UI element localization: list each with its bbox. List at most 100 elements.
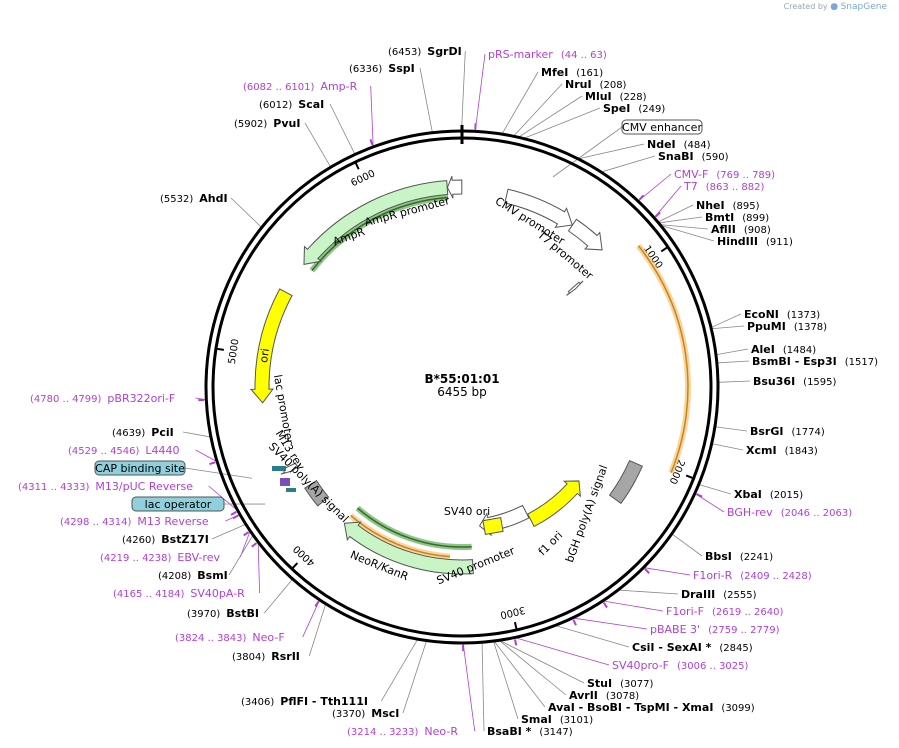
feature-f1-ori[interactable] — [527, 480, 581, 528]
feature-label: SV40 poly(A) signal — [266, 440, 351, 525]
primer-label[interactable]: F1ori-F(2619 .. 2640) — [666, 605, 783, 618]
site-label[interactable]: (5902)PvuI — [234, 117, 300, 130]
leader-line — [514, 637, 610, 666]
primer-mark — [314, 600, 320, 608]
primer-label[interactable]: (4219 .. 4238)EBV-rev — [100, 551, 220, 564]
feature-label: ori — [257, 348, 272, 364]
primer-label[interactable]: (4529 .. 4546)L4440 — [68, 444, 180, 457]
primer-label[interactable]: BGH-rev(2046 .. 2063) — [727, 506, 852, 519]
primer-marks — [198, 123, 703, 652]
leader-line — [657, 204, 694, 223]
leader-line — [182, 431, 212, 438]
primer-mark — [572, 619, 577, 626]
feature-bgh-poly-a-signal[interactable] — [608, 459, 644, 505]
leader-line — [308, 603, 327, 657]
primer-label[interactable]: (4165 .. 4184)SV40pA-R — [113, 587, 245, 600]
primer-label[interactable]: pBABE 3'(2759 .. 2779) — [650, 623, 780, 636]
site-label[interactable]: AvaI - BsoBI - TspMI - XmaI(3099) — [548, 701, 755, 714]
site-label[interactable]: NruI(208) — [565, 78, 627, 91]
feature-lac-promoter[interactable] — [280, 462, 301, 475]
leader-line — [523, 107, 601, 139]
primer-label[interactable]: (6082 .. 6101)Amp-R — [243, 80, 358, 93]
site-label[interactable]: BsaBI *(3147) — [487, 725, 573, 738]
feature-neor-kanr[interactable] — [343, 521, 474, 575]
snapgene-credit: Created by ● SnapGene — [784, 2, 887, 12]
leader-line — [493, 640, 546, 708]
site-label[interactable]: (4260)BstZ17I — [122, 533, 209, 546]
site-label[interactable]: BsrGI(1774) — [750, 425, 825, 438]
site-label[interactable]: BbsI(2241) — [705, 550, 773, 563]
site-label[interactable]: StuI(3077) — [587, 677, 653, 690]
primer-label[interactable]: F1ori-R(2409 .. 2428) — [693, 569, 812, 582]
primer-mark — [654, 211, 661, 218]
leader-line — [228, 534, 254, 576]
feature-ori[interactable] — [249, 288, 293, 404]
feature-ampr-promoter[interactable] — [446, 176, 463, 199]
leader-line — [671, 533, 703, 557]
leader-line — [714, 426, 748, 432]
leader-line — [211, 523, 247, 540]
primer-label[interactable]: (4311 .. 4333)M13/pUC Reverse — [18, 480, 193, 493]
primer-label[interactable]: (3214 .. 3233)Neo-R — [347, 725, 458, 738]
feature-box[interactable] — [621, 119, 703, 135]
primer-label[interactable]: (4298 .. 4314)M13 Reverse — [60, 515, 209, 528]
site-label[interactable]: (6336)SspI — [349, 62, 415, 75]
leader-line — [602, 600, 664, 612]
ruler-tick-label: 6000 — [349, 168, 377, 189]
site-label[interactable]: MluI(228) — [585, 90, 647, 103]
site-label[interactable]: EcoNI(1373) — [744, 308, 820, 321]
feature-sv40-poly-a-signal[interactable] — [304, 479, 330, 507]
leader-line — [555, 625, 630, 648]
feature-thin-arc-core — [311, 196, 449, 272]
leader-line — [513, 83, 563, 137]
site-label[interactable]: NdeI(484) — [647, 138, 711, 151]
site-label[interactable]: (3406)PflFI - Tth111I — [241, 695, 368, 708]
site-label[interactable]: (4208)BsmI — [158, 569, 228, 582]
feature-ampr[interactable] — [303, 180, 449, 266]
primer-label[interactable]: pRS-marker(44 .. 63) — [488, 48, 607, 61]
ruler-tick-label: 3000 — [499, 604, 526, 620]
site-label[interactable]: AvrII(3078) — [569, 689, 639, 702]
feature-cmv-promoter[interactable] — [567, 218, 603, 251]
leader-line — [711, 325, 745, 330]
site-label[interactable]: AflII(908) — [711, 223, 771, 236]
site-label[interactable]: PpuMI(1378) — [747, 320, 827, 333]
primer-label[interactable]: SV40pro-F(3006 .. 3025) — [612, 659, 749, 672]
site-label[interactable]: SmaI(3101) — [521, 713, 593, 726]
site-label[interactable]: (6012)ScaI — [259, 98, 324, 111]
site-label[interactable]: DraIII(2555) — [681, 588, 757, 601]
feature-t7-promoter[interactable] — [566, 280, 584, 296]
site-label[interactable]: NheI(895) — [696, 199, 760, 212]
site-label[interactable]: (6453)SgrDI — [388, 45, 462, 58]
primer-label[interactable]: (4780 .. 4799)pBR322ori-F — [30, 392, 175, 405]
site-label[interactable]: (3804)RsrII — [232, 650, 300, 663]
primer-label[interactable]: T7(863 .. 882) — [683, 180, 765, 193]
feature-sv40-ori[interactable] — [482, 516, 504, 536]
site-label[interactable]: SpeI(249) — [603, 102, 665, 115]
leader-line — [462, 642, 476, 732]
site-label[interactable]: MfeI(161) — [541, 66, 603, 79]
site-label[interactable]: Bsu36I(1595) — [753, 375, 837, 388]
site-label[interactable]: XbaI(2015) — [734, 488, 803, 501]
site-label[interactable]: (3970)BstBI — [187, 607, 259, 620]
primer-mark — [243, 531, 250, 537]
site-label[interactable]: BmtI(899) — [705, 211, 769, 224]
site-label[interactable]: CsiI - SexAI *(2845) — [632, 641, 753, 654]
site-label[interactable]: XcmI(1843) — [746, 444, 818, 457]
primer-label[interactable]: CMV-F(769 .. 789) — [674, 168, 775, 181]
m13-rev-block — [280, 478, 290, 486]
site-label[interactable]: (3370)MscI — [332, 707, 399, 720]
site-label[interactable]: BsmBI - Esp3I(1517) — [752, 355, 878, 368]
primer-label[interactable]: (3824 .. 3843)Neo-F — [175, 631, 285, 644]
site-label[interactable]: AleI(1484) — [751, 343, 816, 356]
ruler-tick — [660, 246, 669, 253]
feature-box[interactable] — [131, 496, 225, 512]
leader-line — [499, 639, 585, 684]
feature-thin-arcs — [309, 194, 691, 560]
site-label[interactable]: HindIII(911) — [717, 235, 793, 248]
site-label[interactable]: (4639)PciI — [112, 426, 174, 439]
site-label[interactable]: SnaBI(590) — [658, 150, 729, 163]
site-label[interactable]: (5532)AhdI — [160, 192, 228, 205]
feature-box[interactable] — [94, 460, 186, 476]
